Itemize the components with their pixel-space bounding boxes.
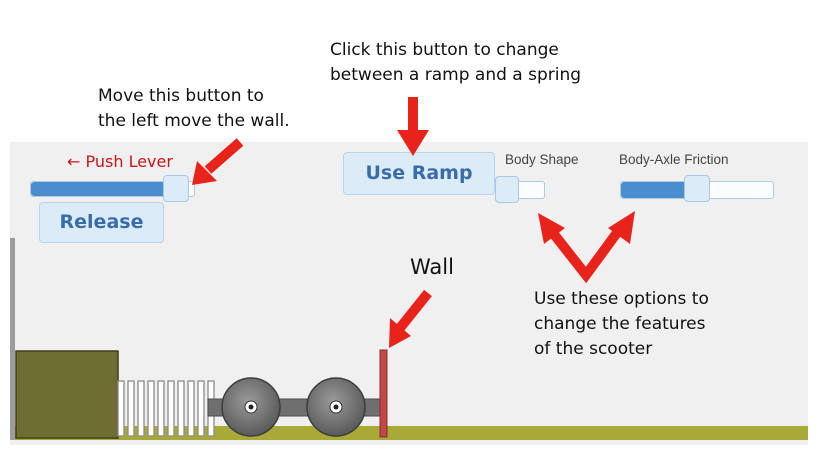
body-shape-handle[interactable]: [495, 176, 519, 203]
push-lever-fill: [31, 182, 178, 196]
push-lever-label: ← Push Lever: [67, 152, 173, 171]
left-boundary: [10, 238, 15, 440]
friction-handle[interactable]: [684, 175, 710, 202]
ramp-spring-annotation: Click this button to change between a ra…: [330, 40, 582, 85]
push-lever-handle[interactable]: [163, 175, 190, 202]
scooter-options-annotation: Use these options to change the features…: [534, 289, 709, 359]
pusher-block: [15, 350, 119, 439]
friction-fill: [621, 182, 698, 198]
use-ramp-button[interactable]: Use Ramp: [343, 152, 495, 195]
wall-annotation: Wall: [410, 255, 454, 279]
release-button[interactable]: Release: [39, 202, 164, 243]
scooter: [207, 377, 381, 437]
wall-lever-annotation: Move this button to the left move the wa…: [98, 86, 290, 131]
annotation-arrows: [192, 97, 635, 348]
wall: [379, 349, 388, 438]
body-shape-label: Body Shape: [505, 152, 579, 167]
friction-label: Body-Axle Friction: [619, 152, 729, 167]
